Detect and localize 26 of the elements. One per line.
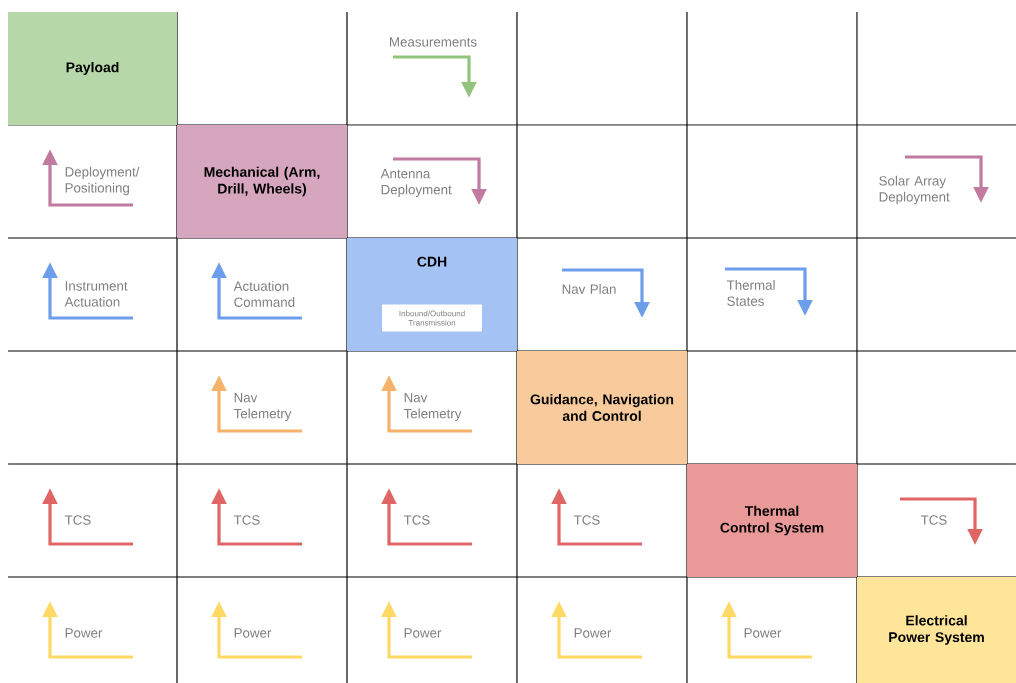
arrow-label: Power: [234, 628, 272, 638]
subsystem-box: Payload: [8, 12, 177, 125]
subsystem-box: Thermal Control System: [687, 464, 857, 578]
arrow-label: Instrument Actuation: [64, 281, 128, 307]
arrow-label: Power: [65, 628, 103, 638]
arrow-label: Power: [404, 628, 442, 638]
arrow-label: Nav Telemetry: [403, 393, 462, 421]
subsystem-box: Electrical Power System: [857, 577, 1016, 683]
arrow-label: Deployment/ Positioning: [65, 166, 140, 196]
arrow-label: TCS: [403, 515, 430, 525]
arrow-label: Solar Array Deployment: [879, 175, 950, 205]
arrow-label: Nav Plan: [562, 284, 616, 294]
arrow-label: Antenna Deployment: [380, 169, 452, 197]
arrow-label: Nav Telemetry: [233, 393, 292, 421]
arrow-label: Power: [574, 628, 612, 638]
sub-box: Inbound/Outbound Transmission: [382, 304, 482, 332]
subsystem-box: Guidance, Navigation and Control: [517, 351, 687, 464]
arrow-label: TCS: [573, 515, 600, 525]
arrow-label: TCS: [920, 515, 947, 525]
arrow-label: Actuation Command: [233, 281, 295, 307]
arrow-label: Measurements: [390, 37, 477, 47]
arrow-label: TCS: [64, 515, 91, 525]
arrow-label: Thermal States: [726, 280, 775, 306]
arrow-label: Power: [744, 628, 782, 638]
subsystem-box: Mechanical (Arm, Drill, Wheels): [177, 125, 347, 238]
arrow-label: TCS: [233, 515, 260, 525]
